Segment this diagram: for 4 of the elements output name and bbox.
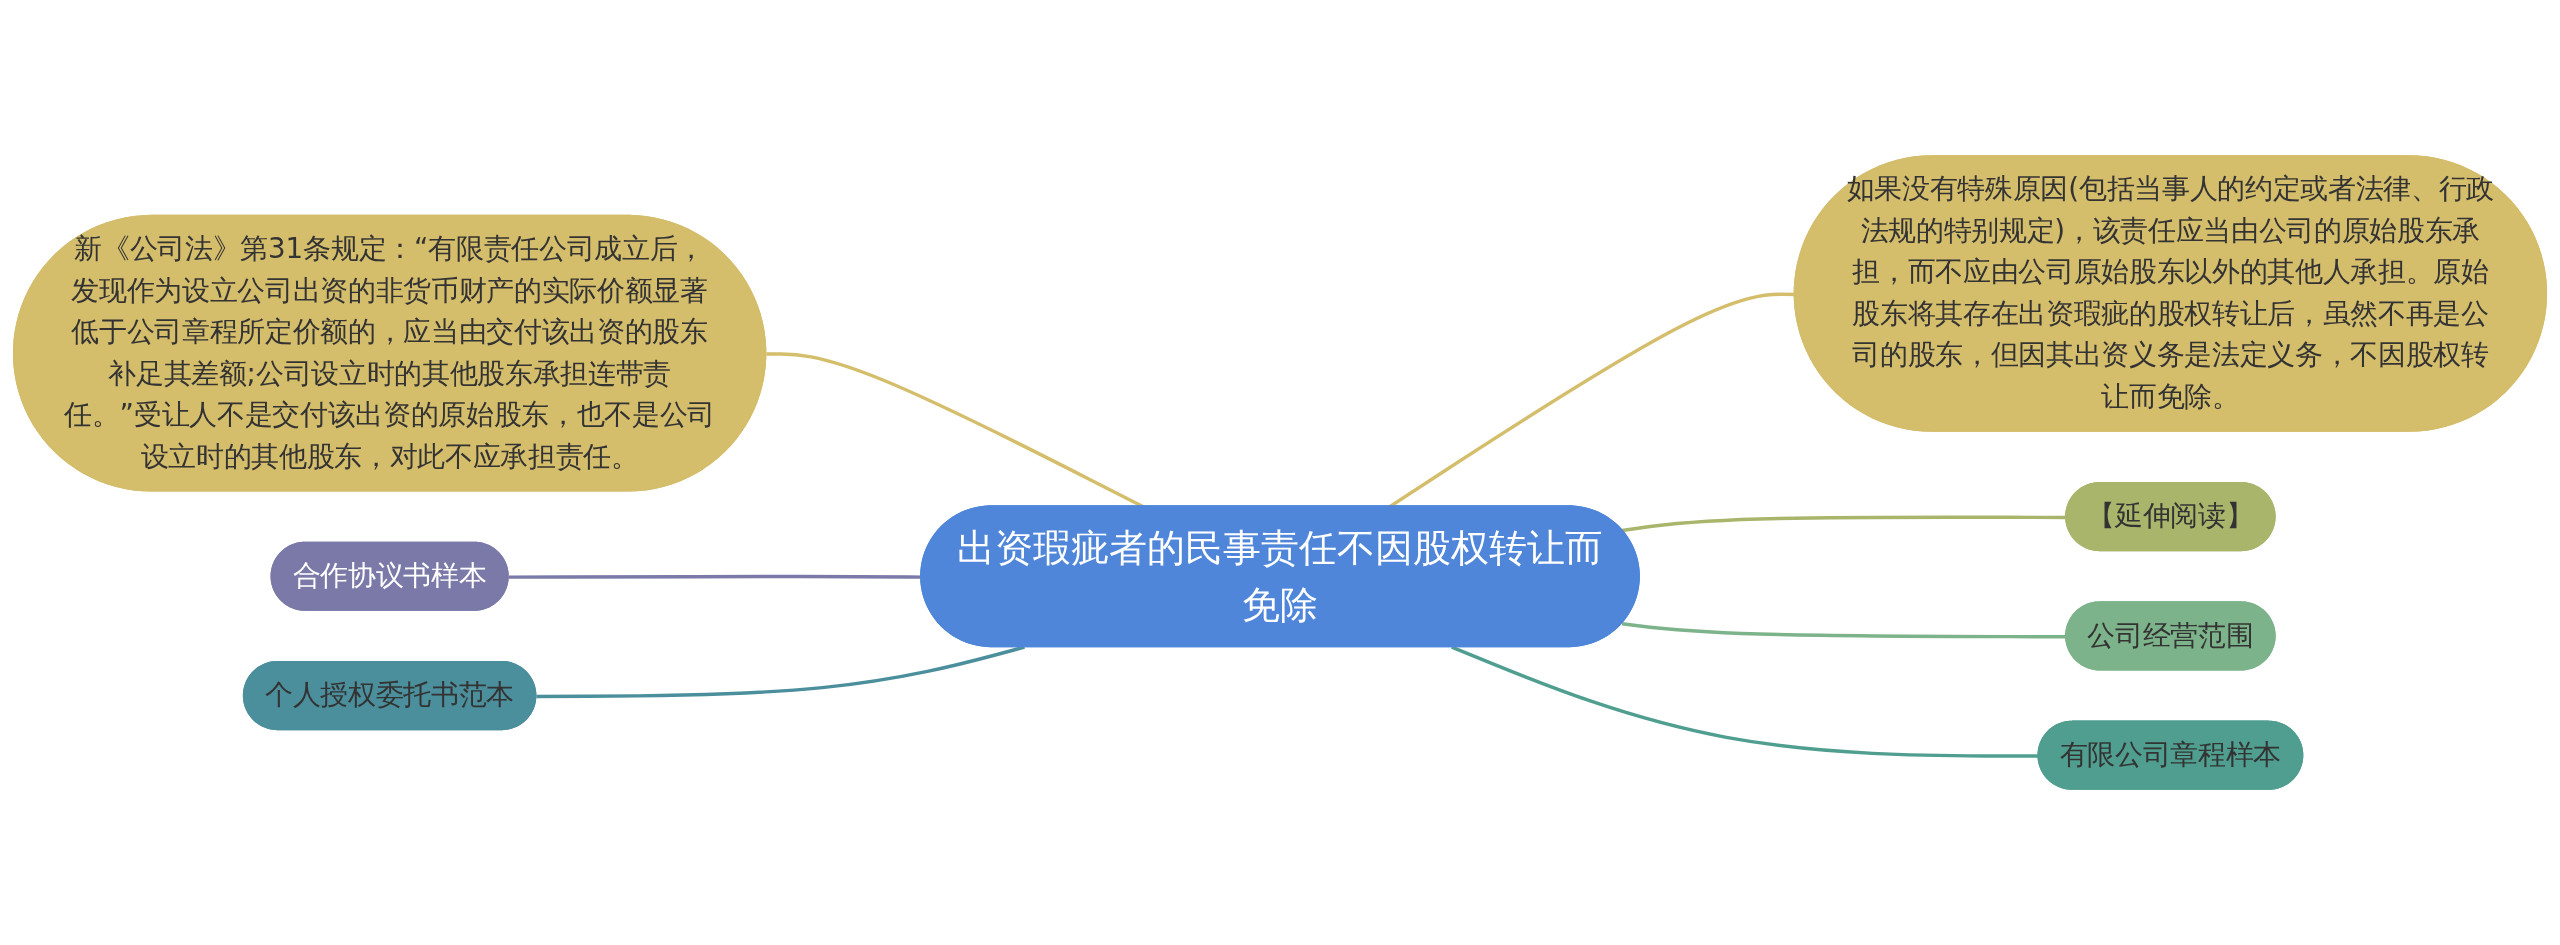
- connector: [1621, 515, 2067, 533]
- connector: [1621, 622, 2067, 639]
- connector: [508, 574, 922, 579]
- connector: [536, 645, 1025, 699]
